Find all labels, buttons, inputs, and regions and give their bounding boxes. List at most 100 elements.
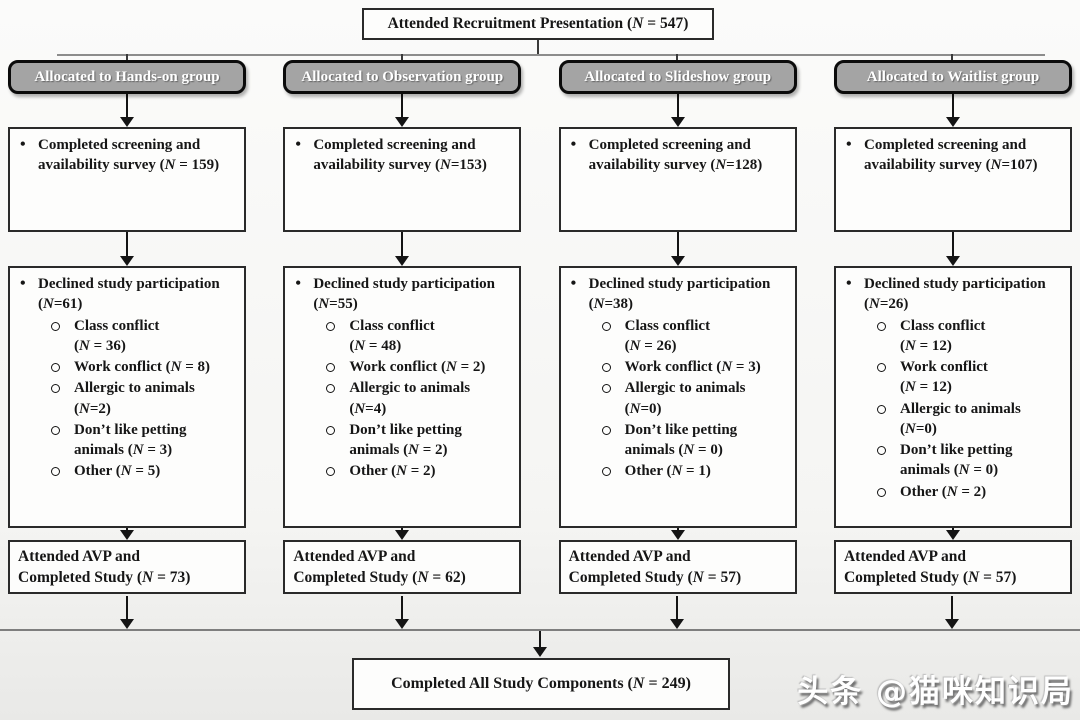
flow-columns: Allocated to Hands-on group • Completed s… [8, 60, 1072, 596]
declined-item: Allergic to animals(N=4) [349, 380, 471, 417]
declined-item: Other (N = 2) [349, 463, 436, 480]
declined-item: Class conflict(N = 36) [74, 317, 160, 354]
circle-bullet-icon [876, 487, 886, 497]
avp-line1: Attended AVP and [293, 548, 416, 565]
down-arrow [670, 596, 684, 629]
connector-line [676, 54, 678, 62]
avp-line2: Completed Study (N = 73) [18, 568, 191, 586]
connector-line [537, 40, 539, 54]
down-arrow [670, 232, 685, 266]
allocation-group-box: Allocated to Observation group [283, 60, 522, 94]
circle-bullet-icon [326, 384, 336, 394]
declined-item: Work conflict(N = 12) [899, 359, 988, 396]
down-arrow [395, 232, 410, 266]
recruitment-box: Attended Recruitment Presentation (N = 5… [362, 8, 714, 40]
circle-bullet-icon [876, 404, 886, 414]
allocation-group-label: Allocated to Observation group [301, 68, 504, 85]
declined-item: Class conflict(N = 26) [624, 317, 711, 354]
circle-bullet-icon [51, 321, 60, 331]
circle-bullet-icon [326, 363, 336, 372]
circle-bullet-icon [601, 384, 611, 394]
flow-column-waitlist: Allocated to Waitlist group •Completed s… [833, 60, 1072, 596]
declined-box: • Declined study participation(N=55) Clas… [283, 266, 522, 528]
avp-box: Attended AVP and Completed Study (N = 73… [8, 540, 246, 594]
circle-bullet-icon [601, 425, 611, 435]
declined-item: Other (N = 2) [899, 483, 987, 500]
bullet-icon: • [570, 136, 577, 153]
avp-line2: Completed Study (N = 62) [293, 568, 466, 586]
down-arrow [670, 94, 685, 127]
declined-item: Other (N = 5) [74, 463, 161, 480]
flow-column-hands-on: Allocated to Hands-on group •Completed s… [8, 60, 246, 596]
bullet-icon: • [845, 136, 852, 153]
declined-item: Work conflict (N = 2) [349, 359, 486, 375]
bullet-icon: • [295, 136, 301, 153]
distribution-line [57, 54, 1045, 56]
declined-header: Declined study participation(N=26) [863, 276, 1046, 313]
circle-bullet-icon [876, 363, 886, 372]
declined-box: •Declined study participation(N=26) Clas… [833, 266, 1072, 528]
allocation-group-label: Allocated to Slideshow group [584, 68, 772, 85]
merge-line [0, 629, 1080, 631]
flow-column-slideshow: Allocated to Slideshow group • Completed … [558, 60, 797, 596]
connector-line [951, 54, 953, 62]
circle-bullet-icon [601, 467, 611, 477]
circle-bullet-icon [51, 467, 60, 477]
circle-bullet-icon [601, 363, 611, 372]
down-arrow [945, 232, 960, 266]
circle-bullet-icon [326, 425, 336, 435]
down-arrow [120, 596, 134, 629]
connector-line [401, 54, 403, 62]
down-arrow [120, 94, 134, 127]
declined-item: Work conflict (N = 3) [624, 359, 761, 375]
avp-line1: Attended AVP and [18, 548, 141, 565]
avp-line2: Completed Study (N = 57) [843, 568, 1017, 586]
circle-bullet-icon [51, 363, 60, 372]
down-arrow [395, 94, 410, 127]
connector-line [126, 54, 128, 62]
avp-box: Attended AVP and Completed Study (N = 57… [558, 540, 797, 594]
circle-bullet-icon [601, 321, 611, 331]
allocation-group-box: Allocated to Waitlist group [833, 60, 1072, 94]
avp-line1: Attended AVP and [568, 548, 691, 565]
declined-item: Work conflict (N = 8) [74, 359, 211, 375]
avp-line2: Completed Study (N = 57) [568, 568, 742, 586]
declined-item: Allergic to animals(N=2) [74, 380, 195, 417]
declined-item: Allergic to animals(N=0) [624, 380, 746, 417]
down-arrow [120, 232, 134, 266]
declined-item: Class conflict(N = 48) [349, 317, 435, 354]
allocation-group-box: Allocated to Hands-on group [8, 60, 246, 94]
avp-box: Attended AVP and Completed Study (N = 57… [833, 540, 1072, 594]
allocation-group-label: Allocated to Waitlist group [866, 68, 1040, 85]
circle-bullet-icon [326, 467, 336, 477]
watermark-text: 头条 @猫咪知识局 [797, 674, 1074, 710]
allocation-group-box: Allocated to Slideshow group [558, 60, 797, 94]
declined-item: Allergic to animals(N=0) [899, 400, 1021, 437]
bullet-icon: • [570, 275, 577, 292]
circle-bullet-icon [51, 425, 60, 435]
allocation-group-label: Allocated to Hands-on group [34, 68, 220, 85]
down-arrow [670, 528, 685, 540]
down-arrow [945, 94, 960, 127]
declined-header: Declined study participation(N=55) [313, 276, 496, 313]
declined-box: •Declined study participation(N=38) Clas… [558, 266, 797, 528]
circle-bullet-icon [876, 321, 886, 331]
avp-line1: Attended AVP and [843, 548, 967, 565]
down-arrow [945, 528, 960, 540]
declined-item: Other (N = 1) [624, 463, 711, 480]
flow-column-observation: Allocated to Observation group • Complete… [283, 60, 522, 596]
bullet-icon: • [295, 275, 301, 292]
circle-bullet-icon [51, 384, 60, 394]
completed-all-box: Completed All Study Components (N = 249) [352, 658, 730, 710]
